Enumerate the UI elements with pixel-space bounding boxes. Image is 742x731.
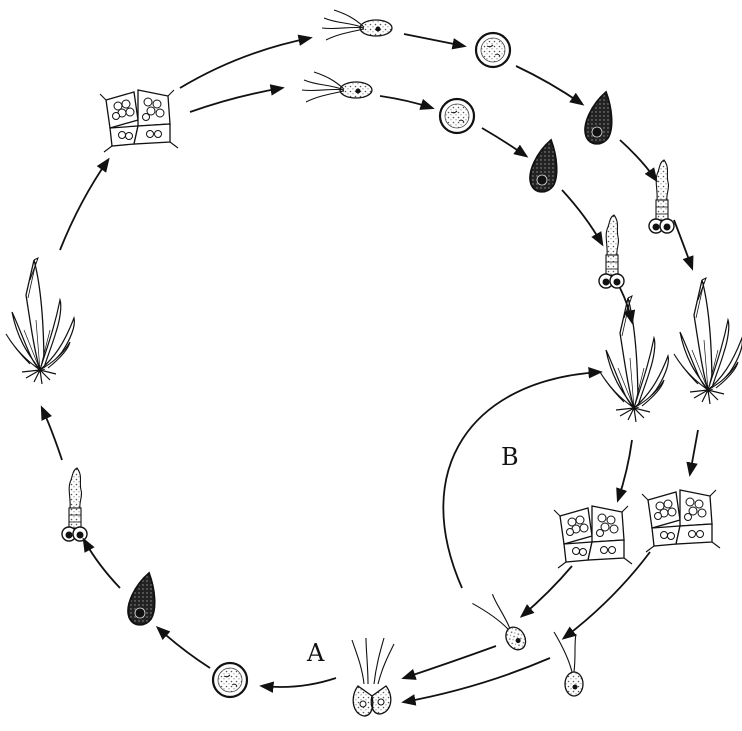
pear-shaped-cyst-icon [128, 573, 155, 625]
ulva-thallus-icon [600, 296, 668, 422]
round-cyst-icon [476, 33, 510, 67]
arrow [482, 128, 526, 156]
arrow [564, 552, 650, 638]
sporangium-cells-icon [554, 506, 632, 568]
arrow [516, 66, 582, 104]
germling-icon [599, 215, 624, 288]
arrow [618, 440, 632, 500]
round-cyst-icon [213, 663, 247, 697]
gamete-icon [554, 632, 583, 696]
arrow [620, 140, 656, 180]
label-a: A [307, 641, 324, 665]
arrow [690, 430, 698, 474]
arrow [380, 96, 432, 108]
arrow [674, 220, 692, 268]
arrow [404, 646, 496, 678]
arrow [262, 678, 336, 687]
arrow [84, 540, 120, 588]
pear-shaped-cyst-icon [585, 92, 612, 144]
ulva-thallus-icon [674, 278, 742, 404]
arrow [42, 408, 62, 460]
germling-icon [62, 468, 87, 541]
sporangium-cells-icon [100, 90, 178, 152]
arrow [190, 88, 282, 112]
pear-shaped-cyst-icon [530, 140, 557, 192]
arrow [404, 658, 550, 702]
arrow [562, 190, 602, 244]
label-b: B [501, 445, 519, 469]
gamete-icon [472, 589, 529, 659]
arrow [180, 38, 310, 88]
ulva-thallus-icon [6, 258, 74, 384]
zoospore-biflagellate-icon [322, 10, 392, 40]
germling-icon [649, 160, 674, 233]
zoospore-biflagellate-icon [302, 72, 372, 102]
arrow [158, 628, 210, 668]
arrow [60, 160, 108, 250]
zygote-fusion-icon [352, 638, 394, 716]
sporangium-cells-icon [642, 490, 720, 552]
arrow [404, 34, 464, 46]
round-cyst-icon [440, 99, 474, 133]
arrow [522, 566, 572, 616]
